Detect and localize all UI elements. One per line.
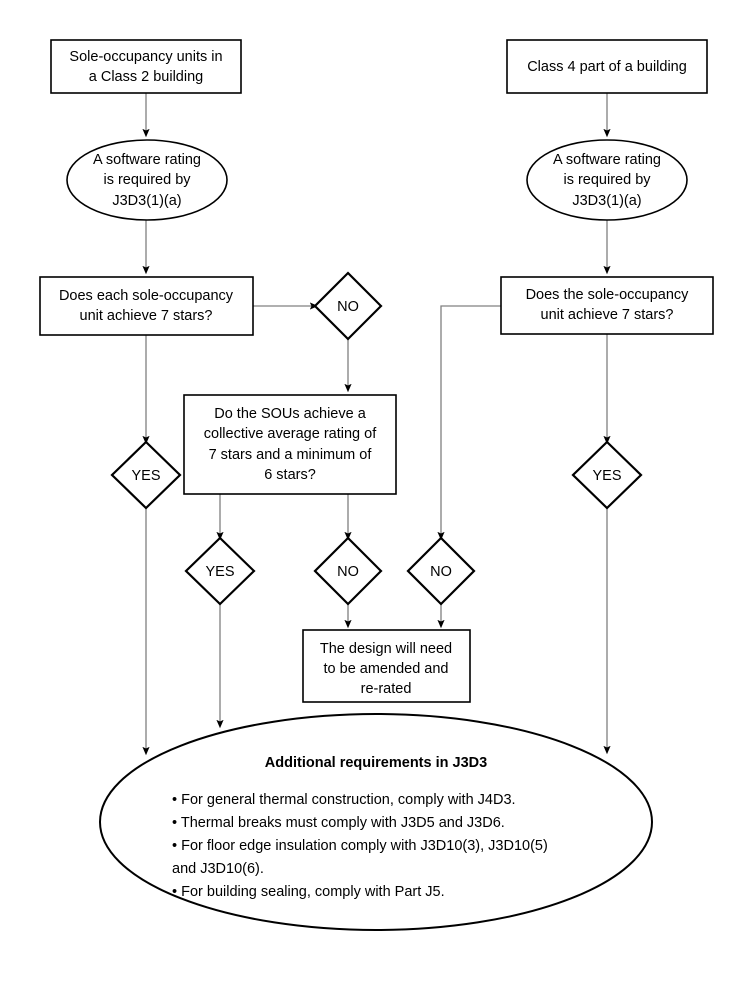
node-amend[interactable]: The design will need to be amended and r… <box>302 629 471 703</box>
no-right-branch-label: NO <box>430 564 452 580</box>
summary-bullet-2: • Thermal breaks must comply with J3D5 a… <box>172 815 505 831</box>
rating-left-line-3: J3D3(1)(a) <box>112 193 181 209</box>
rating-left-line-1: A software rating <box>93 152 201 168</box>
amend-line-2: to be amended and <box>324 661 449 677</box>
question-middle-line-2: collective average rating of <box>204 426 377 442</box>
node-rating-left[interactable]: A software rating is required by J3D3(1)… <box>66 139 228 221</box>
yes-right-diamond[interactable] <box>571 440 643 510</box>
node-summary[interactable]: Additional requirements in J3D3 • For ge… <box>99 713 653 931</box>
connector-layer <box>142 93 611 756</box>
amend-line-1: The design will need <box>320 641 452 657</box>
summary-bullet-3: • For floor edge insulation comply with … <box>172 838 548 854</box>
yes-middle-label: YES <box>205 564 234 580</box>
start-left-label-line-2: a Class 2 building <box>89 69 203 85</box>
question-middle-line-3: 7 stars and a minimum of <box>209 447 373 463</box>
amend-line-3: re-rated <box>361 681 412 697</box>
summary-bullet-1: • For general thermal construction, comp… <box>172 792 516 808</box>
rating-right-line-2: is required by <box>563 172 651 188</box>
node-start-left[interactable]: Sole-occupancy units in a Class 2 buildi… <box>50 39 242 94</box>
connector-question-right-to-no-right-branch <box>437 305 501 541</box>
rating-right-line-1: A software rating <box>553 152 661 168</box>
summary-ellipse[interactable] <box>99 713 653 931</box>
yes-middle-diamond[interactable] <box>184 536 256 606</box>
node-no-middle[interactable]: NO <box>313 536 383 606</box>
node-question-left[interactable]: Does each sole-occupancy unit achieve 7 … <box>39 276 254 336</box>
start-left-label-line-1: Sole-occupancy units in <box>69 49 222 65</box>
question-right-box[interactable] <box>500 276 714 335</box>
question-right-line-2: unit achieve 7 stars? <box>541 307 674 323</box>
node-yes-right[interactable]: YES <box>571 440 643 510</box>
no-middle-diamond[interactable] <box>313 536 383 606</box>
node-question-right[interactable]: Does the sole-occupancy unit achieve 7 s… <box>500 276 714 335</box>
question-middle-line-4: 6 stars? <box>264 467 316 483</box>
start-left-box[interactable] <box>50 39 242 94</box>
node-yes-left[interactable]: YES <box>110 440 182 510</box>
rating-left-line-2: is required by <box>103 172 191 188</box>
node-rating-right[interactable]: A software rating is required by J3D3(1)… <box>526 139 688 221</box>
summary-title: Additional requirements in J3D3 <box>265 755 487 771</box>
node-start-right[interactable]: Class 4 part of a building <box>506 39 708 94</box>
node-no-right-branch[interactable]: NO <box>406 536 476 606</box>
node-no-top[interactable]: NO <box>313 271 383 341</box>
start-right-label-line-1: Class 4 part of a building <box>527 59 687 75</box>
rating-right-line-3: J3D3(1)(a) <box>572 193 641 209</box>
yes-left-label: YES <box>131 468 160 484</box>
no-top-label: NO <box>337 299 359 315</box>
start-right-box[interactable] <box>506 39 708 94</box>
summary-bullet-5: • For building sealing, comply with Part… <box>172 884 445 900</box>
rating-right-ellipse[interactable] <box>526 139 688 221</box>
question-left-line-1: Does each sole-occupancy <box>59 288 234 304</box>
yes-left-diamond[interactable] <box>110 440 182 510</box>
node-question-middle[interactable]: Do the SOUs achieve a collective average… <box>183 394 397 495</box>
rating-left-ellipse[interactable] <box>66 139 228 221</box>
question-left-line-2: unit achieve 7 stars? <box>80 308 213 324</box>
amend-box[interactable] <box>302 629 471 703</box>
summary-bullet-4: and J3D10(6). <box>172 861 264 877</box>
question-middle-line-1: Do the SOUs achieve a <box>214 406 366 422</box>
yes-right-label: YES <box>592 468 621 484</box>
question-middle-box[interactable] <box>183 394 397 495</box>
node-yes-middle[interactable]: YES <box>184 536 256 606</box>
question-left-box[interactable] <box>39 276 254 336</box>
no-top-diamond[interactable] <box>313 271 383 341</box>
no-middle-label: NO <box>337 564 359 580</box>
no-right-branch-diamond[interactable] <box>406 536 476 606</box>
question-right-line-1: Does the sole-occupancy <box>526 287 690 303</box>
